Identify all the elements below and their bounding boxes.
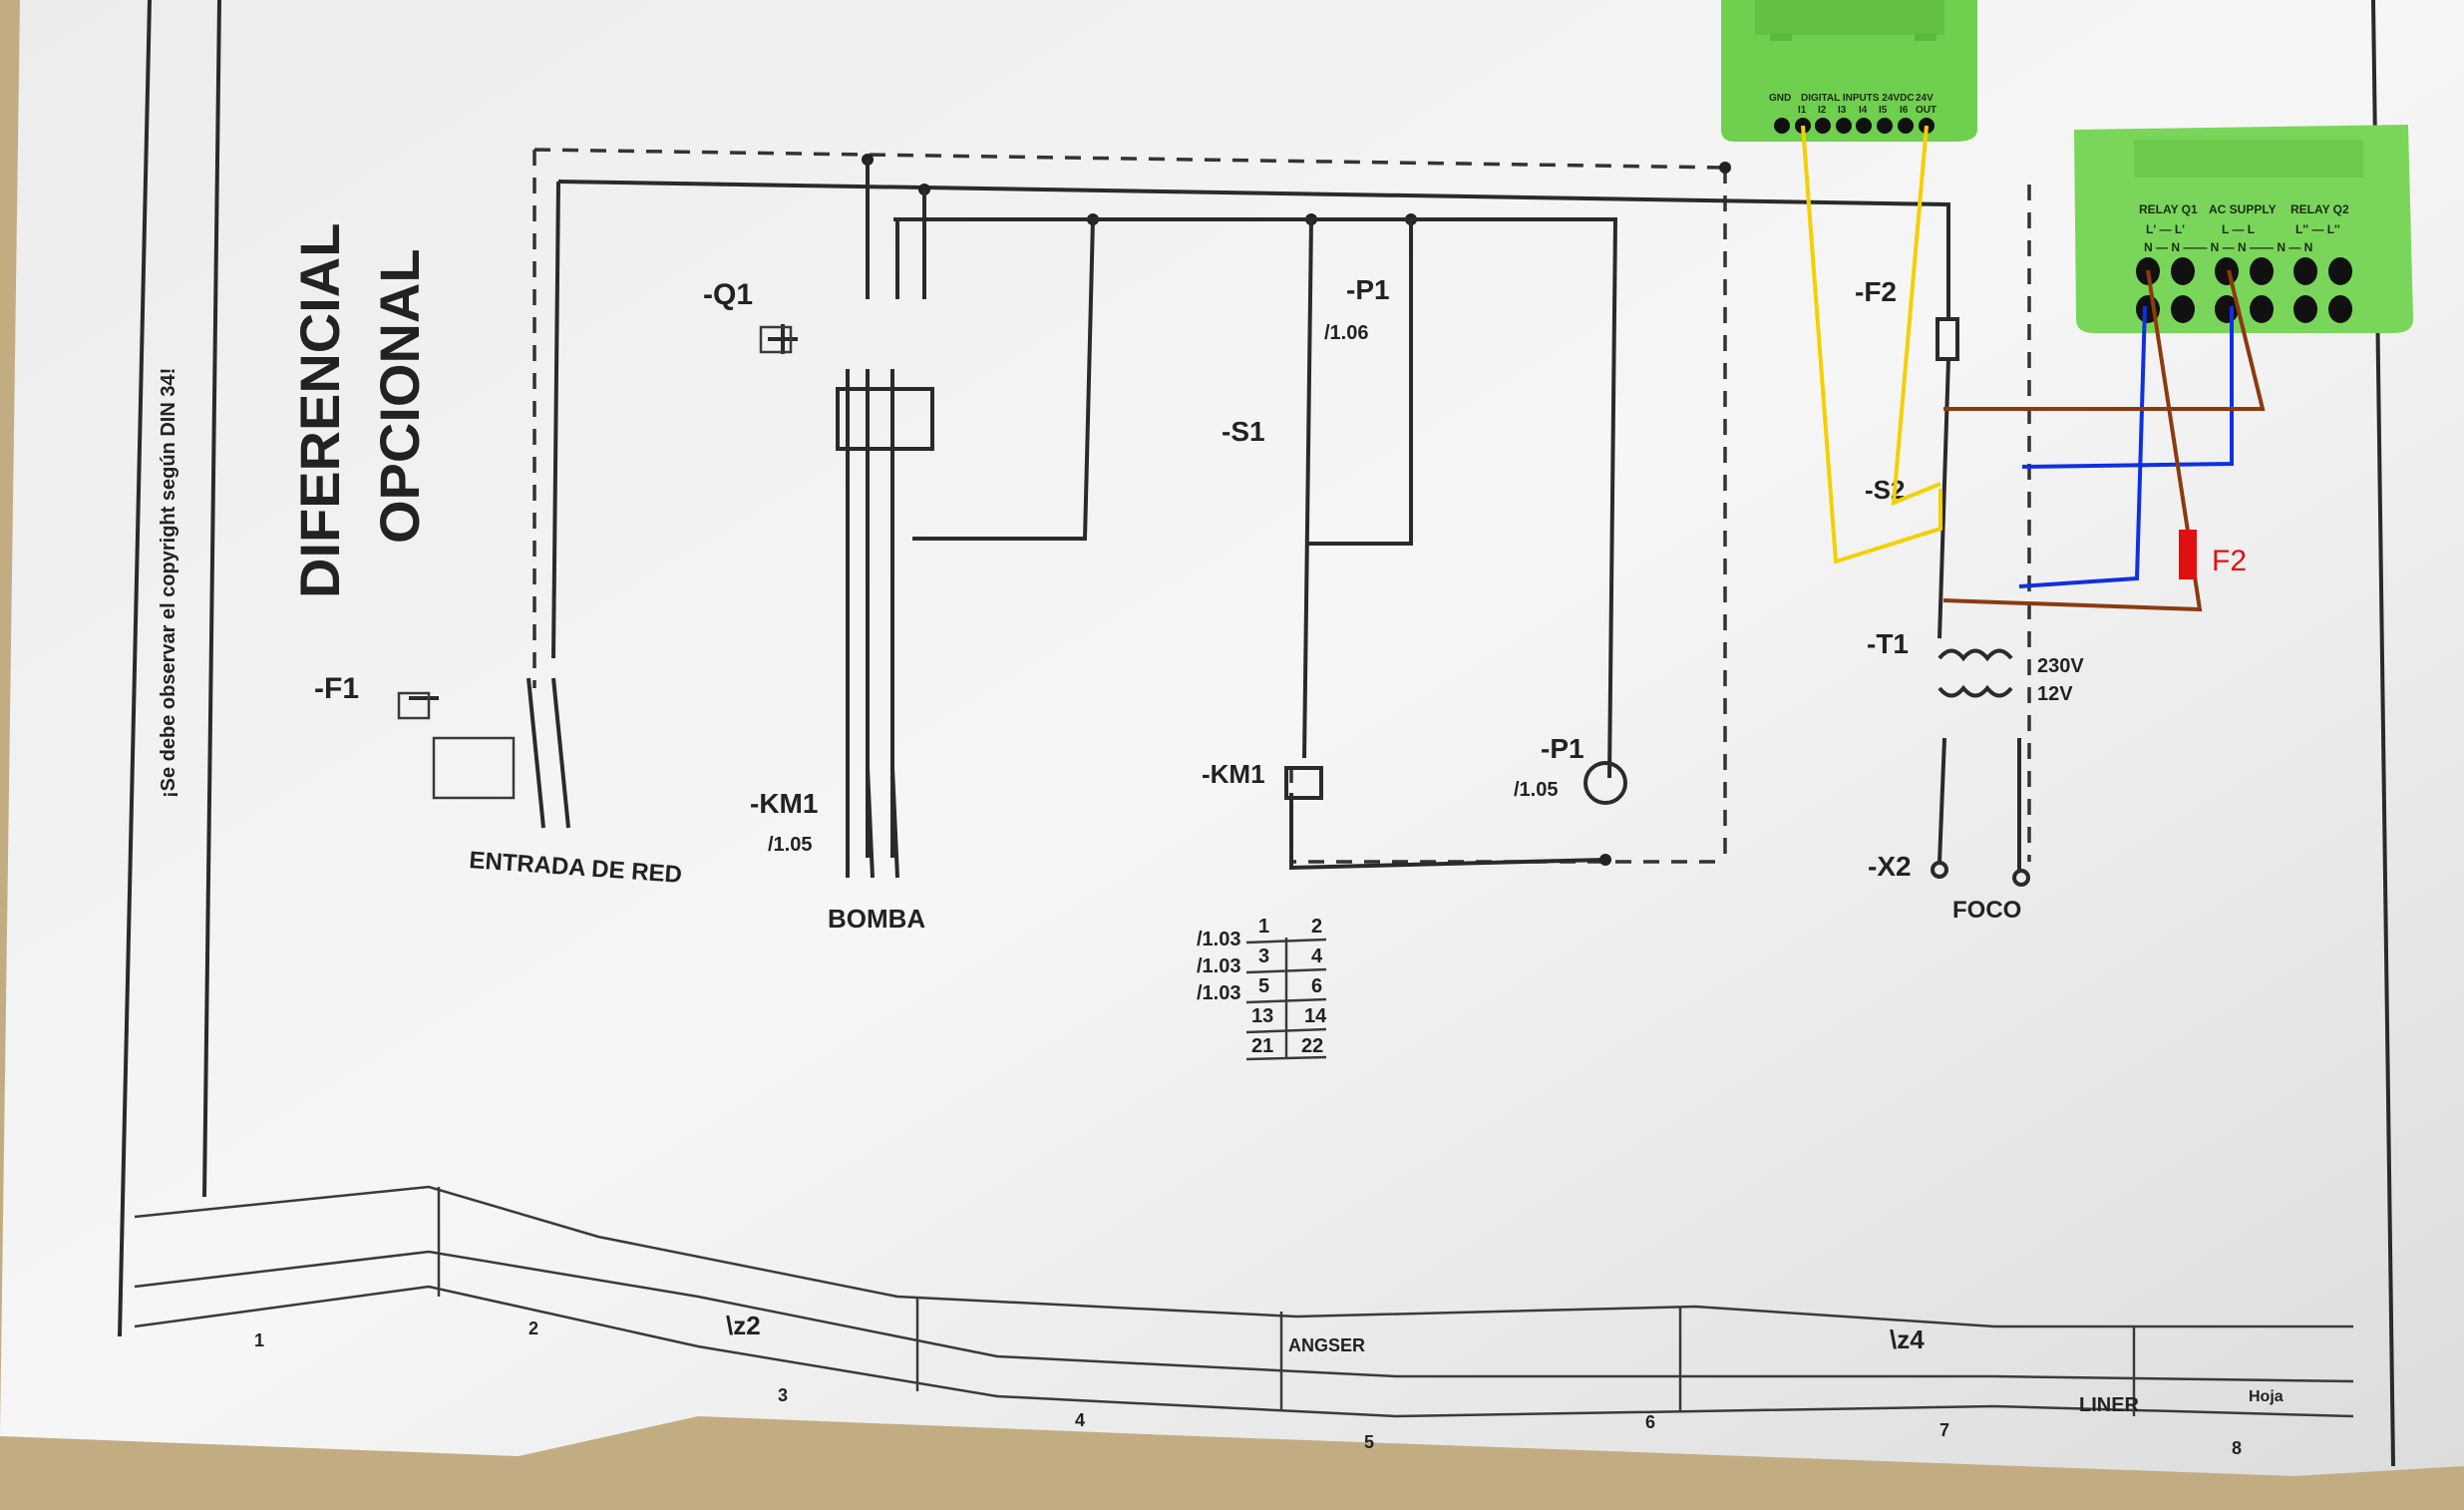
contact-num: 6 bbox=[1311, 975, 1322, 997]
digital-input-module: GND DIGITAL INPUTS 24VDC 24V I1 I2 I3 I4… bbox=[1721, 0, 1977, 142]
signal-wire-24v bbox=[1891, 125, 1941, 507]
contact-ref: /1.03 bbox=[1197, 982, 1240, 1004]
enclosure-boundary bbox=[532, 148, 2031, 864]
relay-group-label: RELAY Q2 bbox=[2290, 202, 2349, 216]
optional-note-line1: DIFERENCIAL bbox=[288, 223, 351, 598]
live-wire-q1 bbox=[1942, 269, 2203, 612]
contact-ref: /1.03 bbox=[1197, 929, 1240, 950]
added-fuse-icon bbox=[2179, 530, 2197, 579]
label-t1-secondary: 12V bbox=[2037, 683, 2073, 705]
sheet-label: Hoja bbox=[2249, 1388, 2284, 1405]
label-f1: -F1 bbox=[314, 672, 359, 705]
schematic-wiring bbox=[397, 154, 2030, 887]
gnd-label: GND bbox=[1769, 93, 1791, 104]
added-wiring bbox=[1801, 125, 2266, 612]
module-lid bbox=[2134, 140, 2363, 178]
company-name: ANGSER bbox=[1288, 1335, 1365, 1355]
contact-num: 22 bbox=[1301, 1035, 1323, 1057]
line-terminal-label: L'' — L'' bbox=[2295, 222, 2340, 236]
relay-group-label: AC SUPPLY bbox=[2209, 202, 2277, 216]
line-terminal-label: L — L bbox=[2222, 222, 2255, 236]
label-x2: -X2 bbox=[1868, 851, 1912, 882]
signal-wire-i1 bbox=[1801, 125, 1942, 565]
terminal-label: I4 bbox=[1859, 105, 1868, 116]
relay-group-label: RELAY Q1 bbox=[2139, 202, 2198, 216]
column-number: 4 bbox=[1075, 1410, 1085, 1430]
label-p1-top-ref: /1.06 bbox=[1324, 322, 1368, 344]
neutral-terminal-label: N — N —— N — N —— N — N bbox=[2144, 240, 2312, 254]
column-number: 7 bbox=[1939, 1420, 1949, 1440]
label-q1: -Q1 bbox=[703, 278, 753, 311]
input-terminals bbox=[1774, 118, 1935, 134]
column-number: 5 bbox=[1364, 1432, 1374, 1452]
relay-terminal bbox=[2293, 295, 2317, 323]
terminal-label: I2 bbox=[1818, 105, 1827, 116]
contact-num: 3 bbox=[1258, 945, 1269, 967]
column-number: 8 bbox=[2232, 1438, 2242, 1458]
relay-terminal bbox=[2250, 295, 2274, 323]
live-wire-supply bbox=[1943, 269, 2266, 411]
column-number: 1 bbox=[254, 1330, 264, 1350]
relay-terminal bbox=[2171, 257, 2195, 285]
zone-right: \z4 bbox=[1890, 1324, 1925, 1354]
optional-note-line2: OPCIONAL bbox=[368, 248, 431, 544]
label-km1-coil: -KM1 bbox=[1202, 759, 1265, 789]
contact-num: 4 bbox=[1311, 945, 1323, 967]
contact-num: 1 bbox=[1258, 916, 1269, 938]
relay-terminal bbox=[2293, 257, 2317, 285]
relay-terminal bbox=[2215, 257, 2239, 285]
column-number: 6 bbox=[1645, 1412, 1655, 1432]
relay-terminal bbox=[2171, 295, 2195, 323]
component-labels: -Q1 -F1 ENTRADA DE RED -KM1 /1.05 BOMBA … bbox=[314, 274, 2084, 934]
column-number: 3 bbox=[778, 1385, 788, 1405]
contact-ref: /1.03 bbox=[1197, 955, 1240, 977]
label-p1-bottom: -P1 bbox=[1541, 733, 1584, 764]
product-name: LINER bbox=[2079, 1394, 2140, 1416]
neutral-wire-supply bbox=[2021, 306, 2234, 469]
terminal-label: I3 bbox=[1838, 105, 1847, 116]
contact-num: 13 bbox=[1251, 1005, 1273, 1027]
terminal-label: OUT bbox=[1916, 105, 1936, 116]
terminal-label: I6 bbox=[1900, 105, 1909, 116]
line-terminal-label: L' — L' bbox=[2146, 222, 2185, 236]
relay-terminal bbox=[2328, 257, 2352, 285]
column-number: 2 bbox=[528, 1319, 538, 1338]
label-pump: BOMBA bbox=[828, 904, 925, 934]
relay-module: RELAY Q1 AC SUPPLY RELAY Q2 L' — L' L — L L''… bbox=[2074, 125, 2413, 333]
relay-terminal bbox=[2328, 295, 2352, 323]
km1-contact-table: /1.03 /1.03 /1.03 1 2 3 4 5 6 13 14 21 2… bbox=[1197, 916, 1327, 1061]
label-t1: -T1 bbox=[1867, 628, 1909, 659]
added-fuse-label: F2 bbox=[2212, 545, 2247, 577]
label-km1-pump-ref: /1.05 bbox=[768, 834, 812, 856]
terminal-label: I5 bbox=[1879, 105, 1888, 116]
contact-num: 14 bbox=[1304, 1005, 1327, 1027]
drawing-frame bbox=[118, 0, 2395, 1467]
contact-num: 5 bbox=[1258, 975, 1269, 997]
label-p1-top: -P1 bbox=[1346, 274, 1390, 305]
label-t1-primary: 230V bbox=[2037, 655, 2084, 677]
zone-left: \z2 bbox=[726, 1311, 761, 1340]
24v-label: 24V bbox=[1916, 93, 1934, 104]
digital-inputs-label: DIGITAL INPUTS 24VDC bbox=[1801, 93, 1915, 104]
neutral-wire-q1 bbox=[2018, 305, 2147, 588]
contact-num: 2 bbox=[1311, 916, 1322, 938]
title-block: \z2 ANGSER \z4 LINER Hoja 1 2 3 4 5 6 7 … bbox=[254, 1311, 2284, 1458]
label-lamp: FOCO bbox=[1952, 897, 2021, 924]
label-p1-bottom-ref: /1.05 bbox=[1514, 779, 1558, 801]
label-f2: -F2 bbox=[1855, 276, 1897, 307]
label-s1: -S1 bbox=[1222, 416, 1265, 447]
paper-sheet bbox=[0, 0, 2464, 1476]
copyright-note: ¡Se debe observar el copyright según DIN… bbox=[158, 368, 179, 798]
contact-num: 21 bbox=[1251, 1035, 1273, 1057]
label-km1-pump: -KM1 bbox=[750, 788, 818, 819]
terminal-label: I1 bbox=[1798, 105, 1807, 116]
relay-terminal bbox=[2250, 257, 2274, 285]
